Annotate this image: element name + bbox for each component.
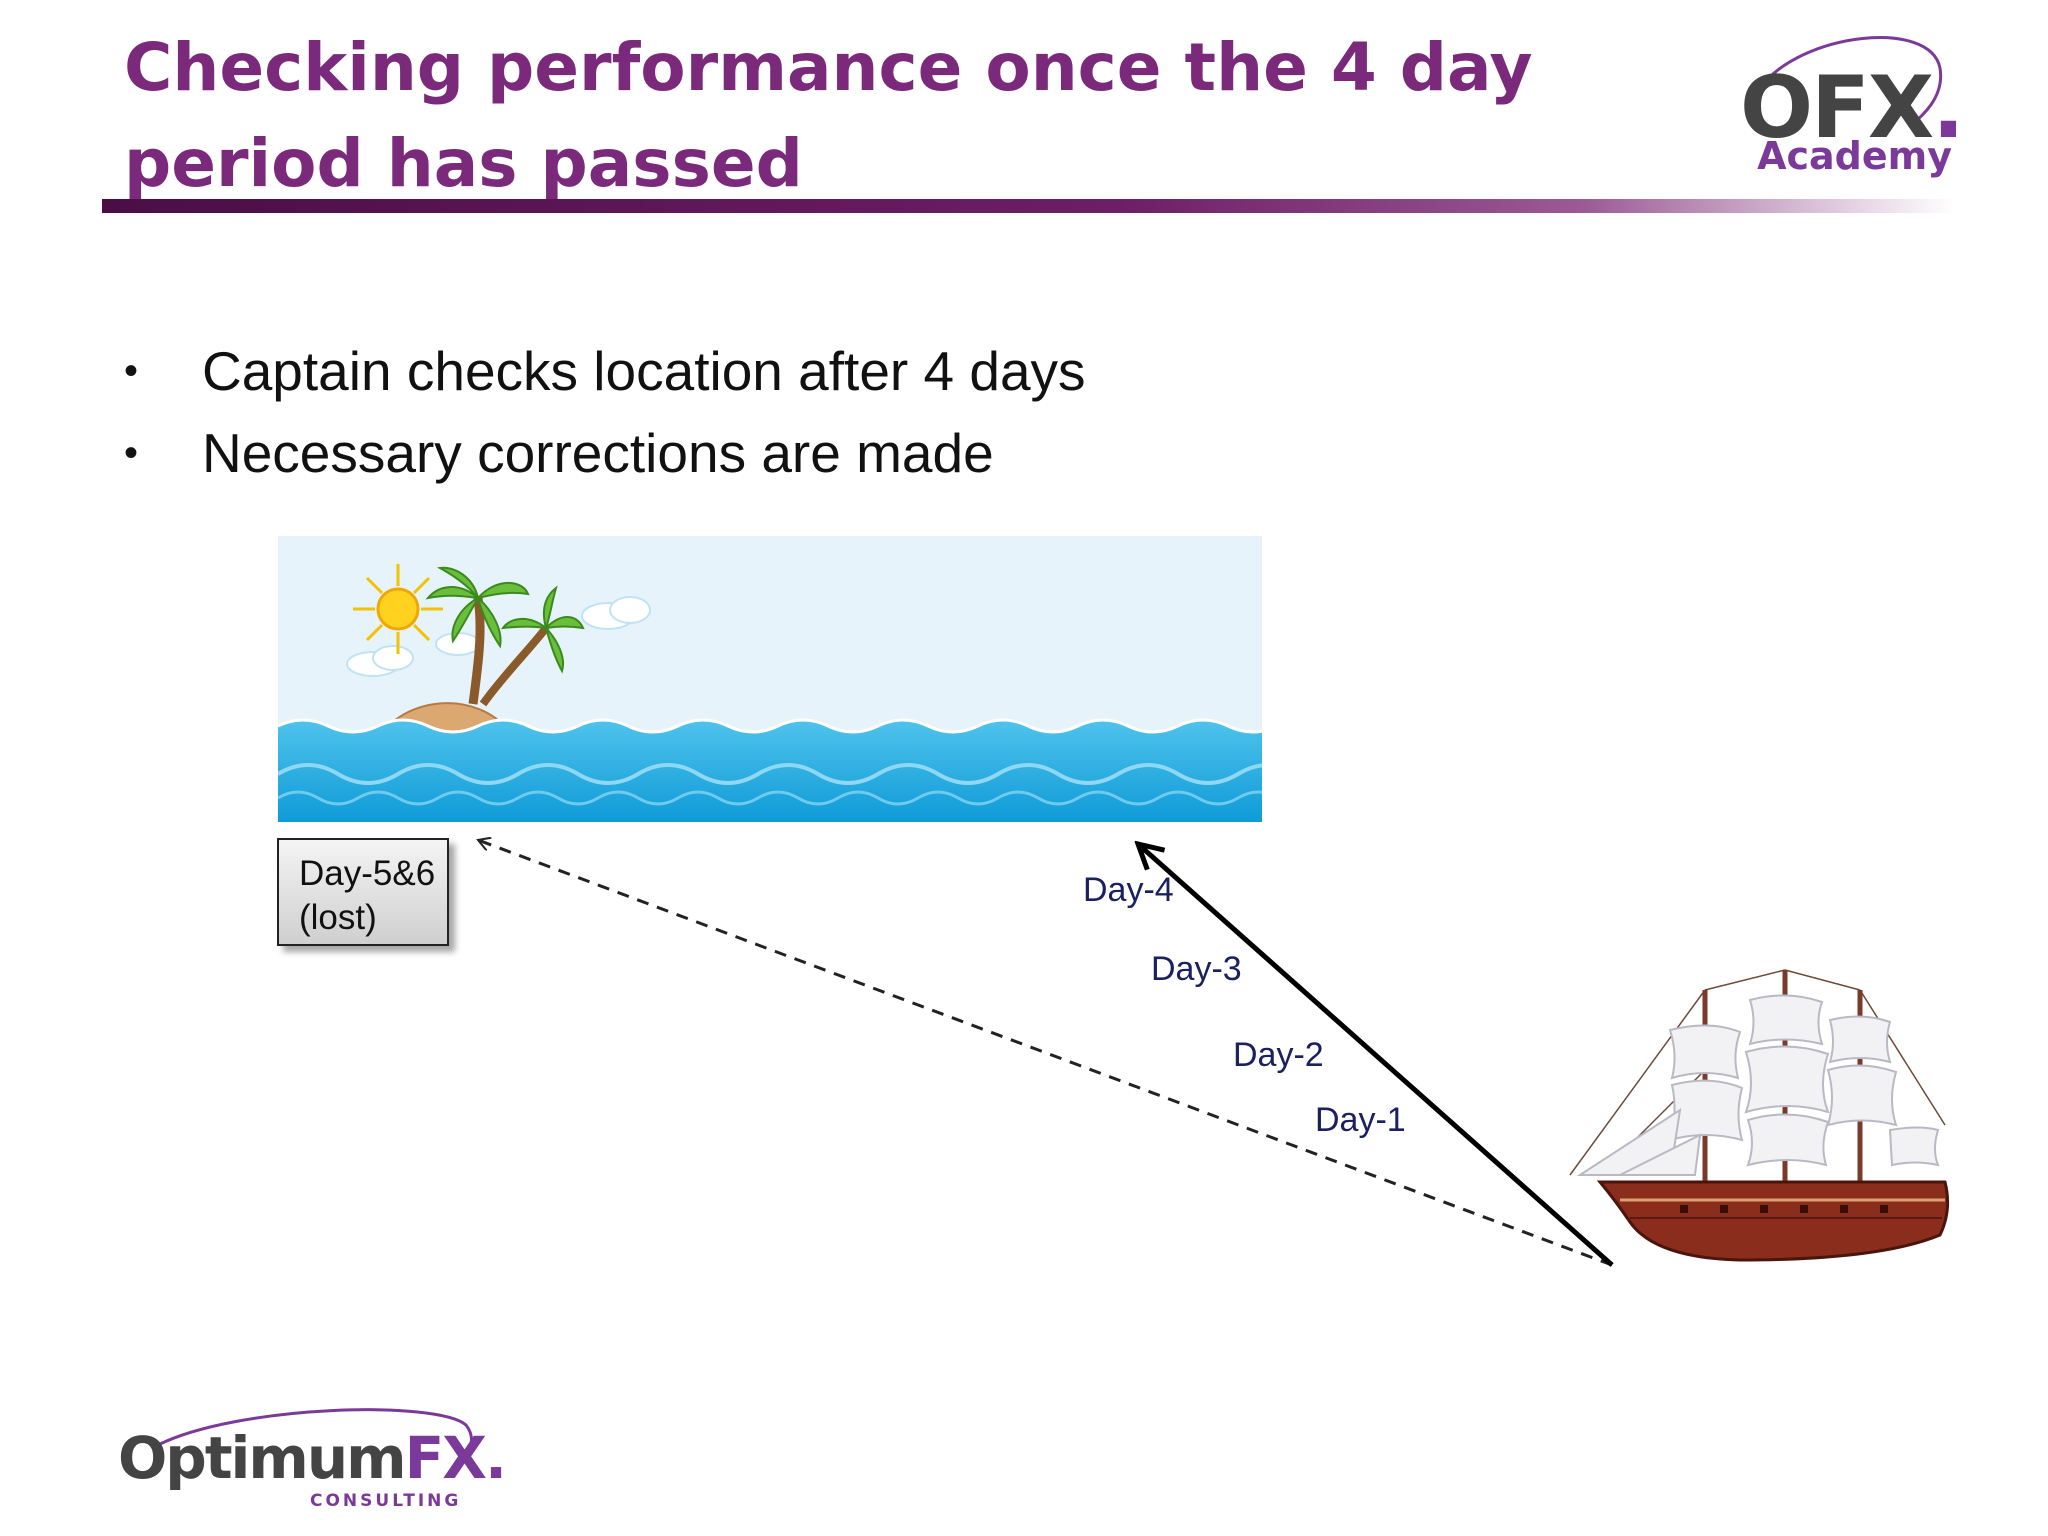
ship-icon xyxy=(1569,969,1950,1262)
cloud-icon xyxy=(346,596,651,677)
consulting-label: CONSULTING xyxy=(310,1491,462,1511)
ofx-logo-mark: OFX. xyxy=(1740,58,1965,158)
slide-title: Checking performance once the 4 day peri… xyxy=(124,29,1533,202)
palm-tree-icon xyxy=(425,566,585,707)
lost-box-line2: (lost) xyxy=(299,898,377,937)
ofx-academy-logo: OFX. Academy xyxy=(1740,28,1965,178)
lost-days-box: Day-5&6 (lost) xyxy=(277,838,449,946)
bullet-item: •Necessary corrections are made xyxy=(124,422,994,484)
logo-swoosh-icon xyxy=(1758,36,1943,128)
bullet-item: •Captain checks location after 4 days xyxy=(124,340,1086,402)
island-icon xyxy=(278,536,1262,822)
sun-icon xyxy=(353,564,443,654)
day-label-4: Day-4 xyxy=(1083,871,1174,909)
title-underline xyxy=(102,199,1954,213)
day-label-3: Day-3 xyxy=(1151,950,1242,988)
island-scene xyxy=(278,536,1262,822)
academy-label: Academy xyxy=(1757,134,1952,178)
bullet-list: •Captain checks location after 4 days •N… xyxy=(118,330,1086,494)
day-label-2: Day-2 xyxy=(1233,1036,1324,1074)
day-label-1: Day-1 xyxy=(1315,1101,1406,1139)
logo-swoosh-icon xyxy=(157,1408,473,1469)
planned-course-dashed-arrow xyxy=(478,840,1613,1267)
optimumfx-consulting-logo: OptimumFX. CONSULTING xyxy=(118,1405,507,1515)
lost-box-line1: Day-5&6 xyxy=(299,854,436,893)
optimumfx-logo-mark: OptimumFX. xyxy=(118,1424,507,1492)
actual-course-arrow xyxy=(1138,844,1614,1267)
